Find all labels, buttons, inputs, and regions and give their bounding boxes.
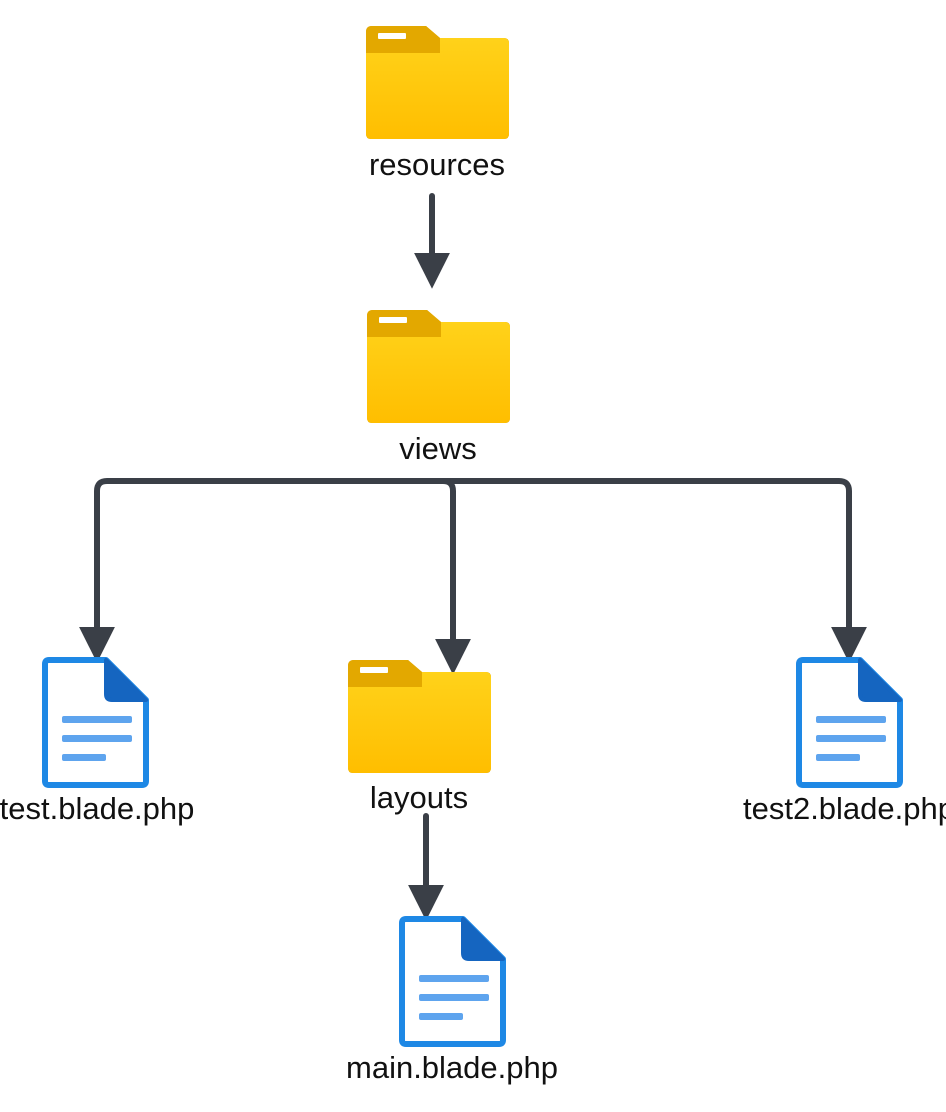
node-label-layouts: layouts (370, 780, 468, 815)
connectors (79, 193, 867, 921)
file-icon (799, 660, 900, 785)
node-main-blade[interactable]: main.blade.php (346, 919, 558, 1085)
node-resources[interactable]: resources (366, 26, 509, 182)
folder-icon (366, 26, 509, 139)
file-icon (45, 660, 146, 785)
node-test2-blade[interactable]: test2.blade.php (743, 660, 946, 826)
node-label-test2: test2.blade.php (743, 791, 946, 826)
edge-views-test2 (450, 478, 867, 663)
node-label-resources: resources (369, 147, 505, 182)
folder-icon (348, 660, 491, 773)
node-label-test: test.blade.php (0, 791, 194, 826)
file-icon (402, 919, 503, 1044)
node-test-blade[interactable]: test.blade.php (0, 660, 194, 826)
node-label-views: views (399, 431, 477, 466)
node-label-main: main.blade.php (346, 1050, 558, 1085)
edge-views-layouts (435, 478, 471, 675)
node-layouts[interactable]: layouts (348, 660, 491, 815)
folder-icon (367, 310, 510, 423)
edge-views-test (79, 478, 456, 663)
node-views[interactable]: views (367, 310, 510, 466)
